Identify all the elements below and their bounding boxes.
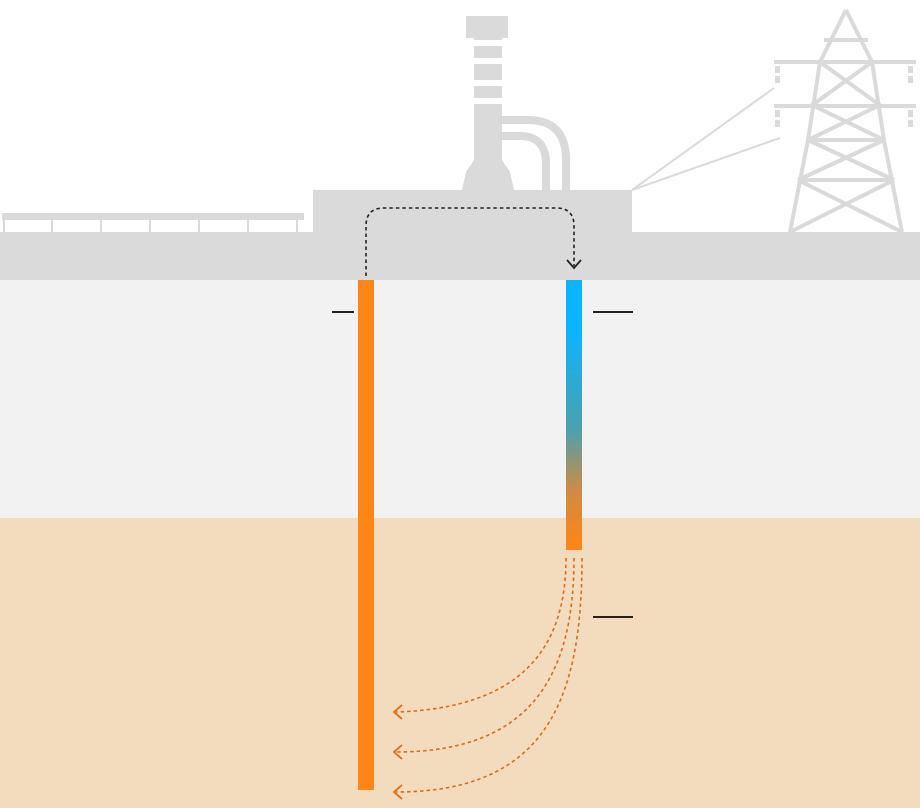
flow-arrowheads (392, 704, 403, 800)
plant-pipes (500, 116, 570, 190)
deep-hot-rock-layer (0, 518, 920, 808)
upper-rock-layer (0, 280, 920, 518)
surface-loop-arrow (365, 207, 575, 276)
flow-arrowhead (392, 784, 403, 800)
surface-loop-arrowhead (566, 259, 582, 270)
production-well (358, 280, 374, 790)
electricity-pylon-icon (774, 9, 916, 234)
transmission-lines (631, 87, 781, 191)
solar-array-icon (2, 213, 304, 232)
surface-ground (0, 232, 920, 280)
flow-arrowhead (392, 704, 403, 720)
power-plant-icon (313, 16, 632, 234)
injection-well (566, 280, 582, 550)
flow-arrowhead (392, 744, 403, 760)
water-flow-arrows (395, 557, 583, 793)
pylon-insulators (775, 66, 913, 127)
